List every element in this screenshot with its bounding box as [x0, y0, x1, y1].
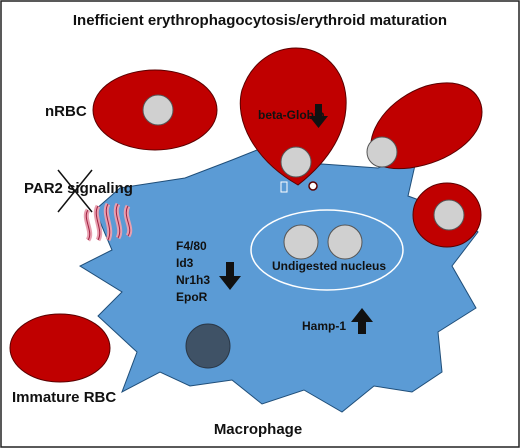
receptor-ring: [308, 181, 318, 191]
marker-f480: F4/80: [176, 239, 207, 253]
nrbc-label: nRBC: [45, 103, 87, 120]
par2-receptor: [83, 202, 133, 242]
undigested-nucleus-outline: [250, 209, 404, 291]
beta-globin-down-arrow: [309, 104, 328, 128]
engulfed-rbc-top: [239, 47, 347, 186]
undigested-nucleus-right: [327, 224, 363, 260]
macrophage-label: Macrophage: [214, 421, 302, 438]
engulfed-rbc-right-nucleus: [366, 136, 398, 168]
beta-globin-label: beta-Globin: [258, 108, 325, 122]
marker-nr1h3: Nr1h3: [176, 273, 210, 287]
marker-id3: Id3: [176, 256, 194, 270]
macrophage-nucleus: [185, 323, 231, 369]
engulfed-rbc-right: [370, 82, 483, 170]
undigested-nucleus-label: Undigested nucleus: [272, 259, 386, 273]
markers-down-arrow: [219, 262, 241, 290]
receptor-small: [280, 181, 288, 193]
nrbc-nucleus-top-left: [142, 94, 174, 126]
par2-cross-mark: [57, 169, 93, 213]
diagram-title: Inefficient erythrophagocytosis/erythroi…: [73, 12, 447, 29]
nrbc-nucleus-right: [433, 199, 465, 231]
engulfed-rbc-top-nucleus: [280, 146, 312, 178]
undigested-nucleus-left: [283, 224, 319, 260]
par2-label: PAR2 signaling: [24, 180, 133, 197]
hamp1-label: Hamp-1: [302, 319, 346, 333]
marker-list: F4/80 Id3 Nr1h3 EpoR: [176, 239, 210, 304]
immature-rbc-label: Immature RBC: [12, 389, 116, 406]
hamp1-up-arrow: [351, 308, 373, 334]
immature-rbc-cell: [9, 313, 111, 383]
marker-epor: EpoR: [176, 290, 208, 304]
